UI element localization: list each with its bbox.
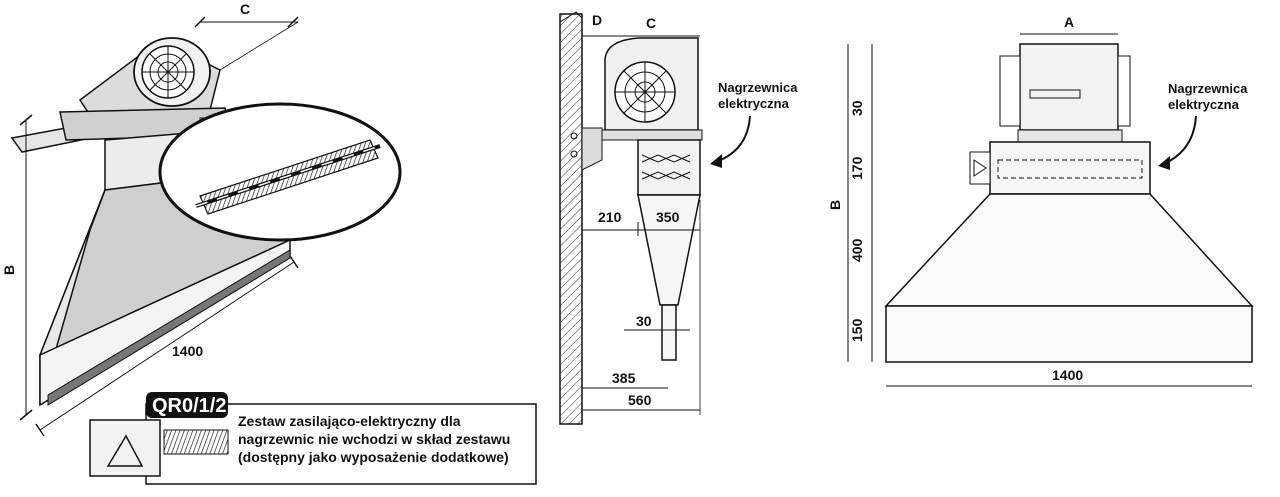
side-dim-d-label: D <box>592 12 602 28</box>
front-view: A 30 170 400 150 B Nagrzewnica elektrycz… <box>827 14 1254 387</box>
dim-b-label: B <box>1 265 17 275</box>
front-heater-label-1: Nagrzewnica <box>1168 81 1248 96</box>
side-heater-label-2: elektryczna <box>718 96 790 111</box>
side-dim-210-label: 210 <box>598 209 622 225</box>
side-view: D C Nagrzewnica elektryczna 210 350 30 3… <box>559 11 798 425</box>
side-dim-350-label: 350 <box>656 209 680 225</box>
isometric-view: C B 1400 <box>1 1 402 437</box>
front-dim-30-label: 30 <box>849 100 865 116</box>
accessory-note: QR0/1/2 Zestaw zasilająco-elektryczny dl… <box>89 392 537 485</box>
front-dim-a-label: A <box>1064 14 1074 30</box>
side-dim-560-label: 560 <box>628 392 652 408</box>
dim-c-label: C <box>240 1 250 17</box>
side-dim-30-label: 30 <box>636 313 652 329</box>
accessory-badge: QR0/1/2 <box>152 395 226 417</box>
side-heater-label-1: Nagrzewnica <box>718 80 798 95</box>
side-dim-385-label: 385 <box>612 370 636 386</box>
dim-1400-label: 1400 <box>172 343 203 359</box>
front-dim-1400-label: 1400 <box>1052 367 1083 383</box>
side-dim-c-label: C <box>646 15 656 31</box>
front-dim-170-label: 170 <box>849 156 865 180</box>
front-dim-150-label: 150 <box>849 318 865 342</box>
front-heater-label-2: elektryczna <box>1168 97 1240 112</box>
accessory-note-line-2: nagrzewnic nie wchodzi w skład zestawu <box>238 431 510 447</box>
front-dim-400-label: 400 <box>849 238 865 262</box>
front-dim-b-label: B <box>827 200 843 210</box>
accessory-note-line-3: (dostępny jako wyposażenie dodatkowe) <box>238 449 509 465</box>
accessory-note-line-1: Zestaw zasilająco-elektryczny dla <box>238 413 461 429</box>
